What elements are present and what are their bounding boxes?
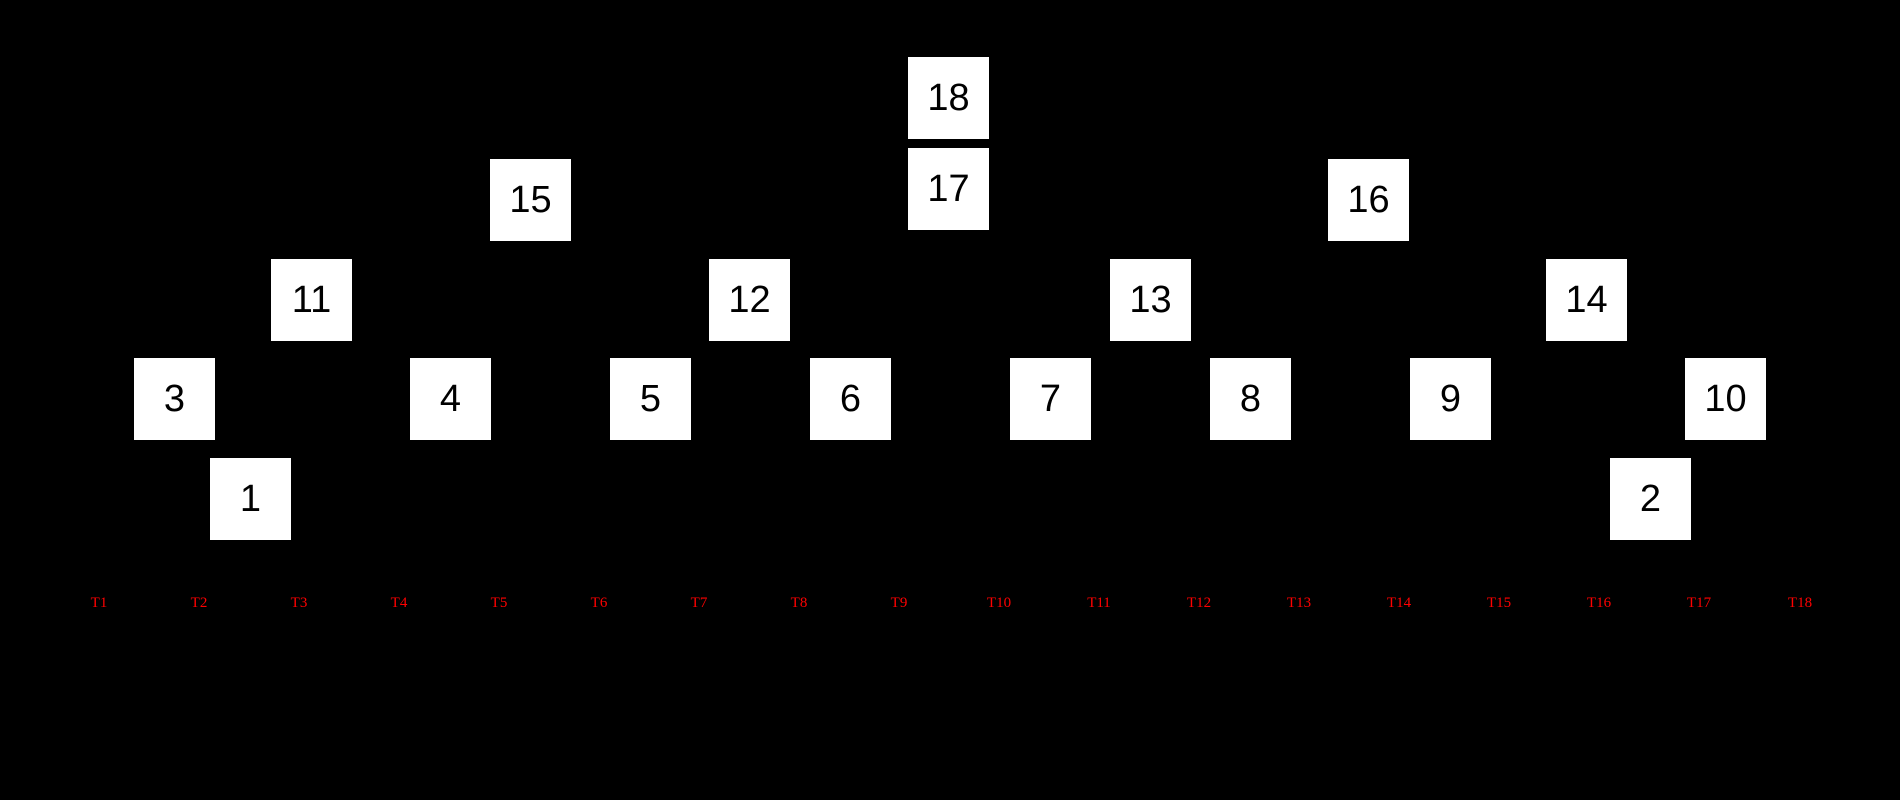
x-tick-label: T14 xyxy=(1386,595,1412,611)
x-tick-label: T11 xyxy=(1087,595,1111,611)
node-box[interactable]: 6 xyxy=(810,358,891,440)
node-box[interactable]: 8 xyxy=(1210,358,1291,440)
node-box[interactable]: 16 xyxy=(1328,159,1409,241)
node-box[interactable]: 17 xyxy=(908,148,989,230)
node-box[interactable]: 4 xyxy=(410,358,491,440)
node-box[interactable]: 13 xyxy=(1110,259,1191,341)
x-tick-label: T2 xyxy=(190,595,208,611)
node-box[interactable]: 9 xyxy=(1410,358,1491,440)
x-tick-label: T13 xyxy=(1286,595,1312,611)
x-tick-label: T10 xyxy=(986,595,1012,611)
node-box[interactable]: 10 xyxy=(1685,358,1766,440)
node-box[interactable]: 11 xyxy=(271,259,352,341)
node-box[interactable]: 2 xyxy=(1610,458,1691,540)
x-tick-label: T1 xyxy=(90,595,108,611)
x-tick-label: T18 xyxy=(1787,595,1813,611)
node-box[interactable]: 15 xyxy=(490,159,571,241)
x-tick-label: T8 xyxy=(790,595,808,611)
x-tick-label: T15 xyxy=(1486,595,1512,611)
x-tick-label: T7 xyxy=(690,595,708,611)
x-tick-label: T12 xyxy=(1186,595,1212,611)
x-tick-label: T6 xyxy=(590,595,608,611)
node-box[interactable]: 18 xyxy=(908,57,989,139)
node-box[interactable]: 1 xyxy=(210,458,291,540)
x-tick-label: T5 xyxy=(490,595,508,611)
x-tick-label: T16 xyxy=(1586,595,1612,611)
node-box[interactable]: 14 xyxy=(1546,259,1627,341)
x-tick-label: T17 xyxy=(1686,595,1712,611)
x-tick-label: T9 xyxy=(890,595,908,611)
node-box[interactable]: 12 xyxy=(709,259,790,341)
x-tick-label: T3 xyxy=(290,595,308,611)
node-box[interactable]: 7 xyxy=(1010,358,1091,440)
x-tick-label: T4 xyxy=(390,595,408,611)
node-box[interactable]: 5 xyxy=(610,358,691,440)
node-box[interactable]: 3 xyxy=(134,358,215,440)
